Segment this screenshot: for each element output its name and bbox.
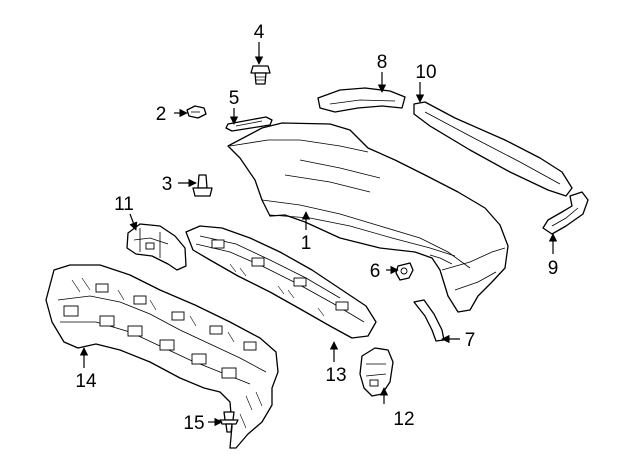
callout-6: 6 — [370, 261, 381, 282]
callout-3: 3 — [162, 174, 173, 195]
callout-7: 7 — [465, 330, 476, 351]
callout-12: 12 — [393, 409, 414, 430]
nut — [186, 105, 207, 119]
callout-15: 15 — [183, 413, 204, 434]
energy-absorber — [45, 264, 279, 449]
small-bracket — [359, 347, 394, 397]
callout-11: 11 — [114, 194, 134, 215]
leader-11 — [129, 213, 138, 231]
callout-5: 5 — [229, 88, 240, 109]
corner-molding — [542, 191, 589, 235]
push-pin-clip — [192, 174, 213, 197]
side-bracket — [126, 223, 187, 271]
bolt — [250, 65, 271, 85]
callout-2: 2 — [156, 104, 167, 125]
bumper-cover — [227, 122, 509, 313]
callout-1: 1 — [301, 233, 312, 254]
callout-9: 9 — [548, 258, 559, 279]
lower-molding — [413, 101, 573, 197]
callout-10: 10 — [415, 62, 436, 83]
bracket — [225, 116, 273, 132]
callout-13: 13 — [325, 365, 346, 386]
upper-trim-molding — [317, 87, 406, 113]
reinforcement-beam — [185, 225, 377, 339]
leader-lines — [79, 42, 558, 427]
clip — [395, 262, 414, 281]
callout-labels: 1 2 3 4 5 6 7 8 9 10 11 12 13 14 15 — [75, 22, 558, 434]
retainer-strip — [413, 299, 445, 342]
callout-14: 14 — [75, 371, 97, 392]
callout-8: 8 — [377, 52, 388, 73]
callout-4: 4 — [254, 22, 265, 43]
